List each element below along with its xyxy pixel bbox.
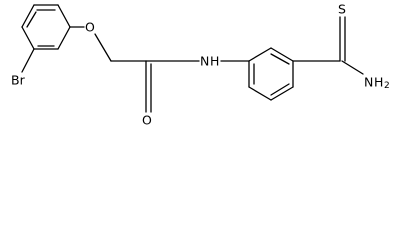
ring-double-bond [26, 11, 37, 28]
bromine-label: Br [11, 73, 26, 88]
molecule-structure: Br O O N H S N H 2 [11, 2, 390, 128]
thioamide-phenyl-ring [248, 47, 294, 101]
ring-bond [57, 26, 71, 50]
o-ch2-bond [94, 33, 112, 62]
amide-hydrogen-label: H [210, 54, 219, 69]
ether-oxygen-label: O [85, 20, 95, 35]
amine-nitrogen-label: N [364, 75, 373, 90]
ring-bond [270, 47, 294, 62]
ring-double-bond [270, 53, 290, 65]
amine-subscript-label: 2 [384, 81, 390, 91]
ring-bond [21, 26, 35, 50]
ring-bond [21, 4, 35, 28]
c-br-bond [21, 48, 35, 73]
thione-sulfur-label: S [338, 2, 346, 17]
ring-bond [248, 47, 272, 62]
ring-bond [270, 86, 294, 101]
ring-bond [57, 4, 71, 28]
c-nh2-bond [341, 60, 364, 75]
bromophenyl-ring [21, 4, 71, 50]
molecule-canvas: Br O O N H S N H 2 [11, 2, 390, 128]
carbonyl-oxygen-label: O [142, 113, 152, 128]
ring-double-bond [270, 83, 290, 96]
amide-nitrogen-label: N [200, 54, 209, 69]
ring-bond [248, 86, 272, 101]
amine-hydrogen-label: H [374, 75, 383, 90]
